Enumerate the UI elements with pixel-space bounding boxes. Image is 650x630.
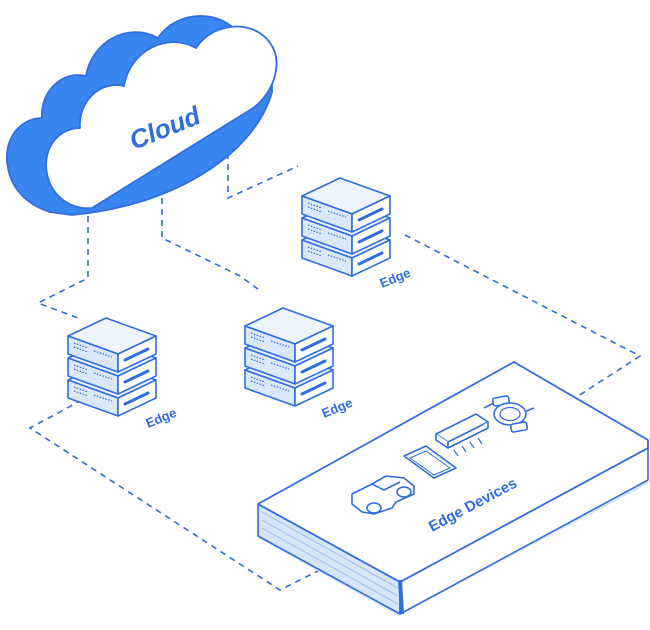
link-cloud-edge-center xyxy=(161,165,263,293)
server-stack-icon xyxy=(300,176,392,278)
cloud-icon xyxy=(5,15,278,216)
edge-node-center: Edge xyxy=(243,306,355,421)
server-stack-icon xyxy=(66,316,158,418)
link-edge-left-devices xyxy=(28,399,321,591)
cloud-node: Cloud xyxy=(5,15,278,216)
smartwatch-icon xyxy=(483,395,535,433)
edge-node-right: Edge xyxy=(300,176,413,291)
edge-label-center: Edge xyxy=(320,395,355,421)
edge-label-left: Edge xyxy=(144,405,179,431)
car-icon xyxy=(351,475,415,515)
link-cloud-edge-left xyxy=(36,205,89,319)
edge-node-left: Edge xyxy=(66,316,179,431)
air-conditioner-icon xyxy=(435,413,489,457)
link-edge-right-devices xyxy=(404,234,642,401)
server-stack-icon xyxy=(243,306,335,408)
edge-label-right: Edge xyxy=(378,265,413,291)
edge-devices-panel: Edge Devices xyxy=(257,361,649,616)
smartphone-icon xyxy=(403,445,457,479)
